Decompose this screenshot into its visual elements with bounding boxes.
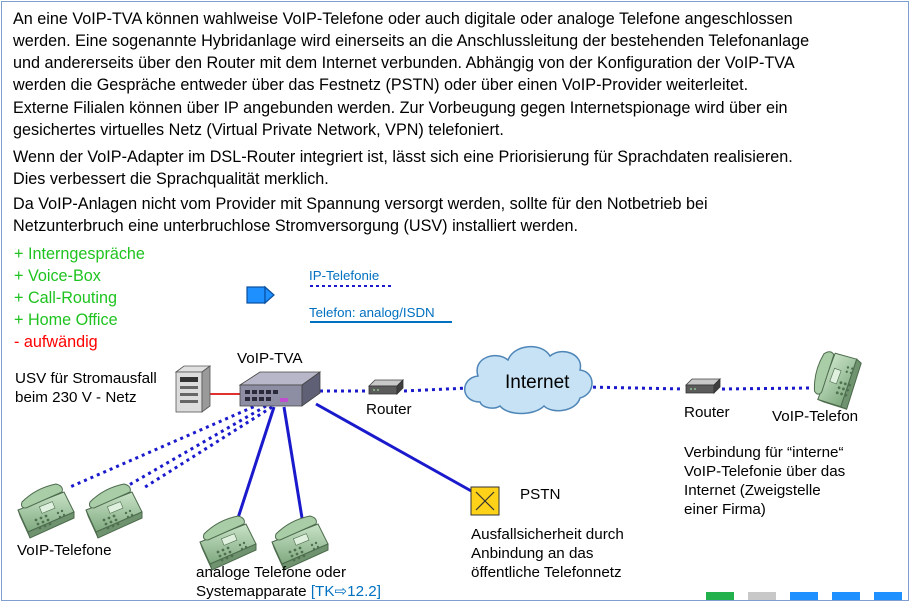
text-line: Wenn der VoIP-Adapter im DSL-Router inte… <box>13 148 793 166</box>
pstn-desc-line: Ausfallsicherheit durch <box>471 526 624 543</box>
router-left-icon <box>368 379 404 395</box>
nav-first-button[interactable] <box>790 592 818 600</box>
usv-label: USV für Stromausfall beim 230 V - Netz <box>15 369 157 407</box>
pstn-desc-line: öffentliche Telefonnetz <box>471 564 622 581</box>
analog-phone-icon <box>271 515 329 571</box>
pstn-description: Ausfallsicherheit durch Anbindung an das… <box>471 525 624 582</box>
text-line: werden. Eine sogenannte Hybridanlage wir… <box>13 32 810 50</box>
con-item: - aufwändig <box>14 333 98 351</box>
remote-label-line: Internet (Zweigstelle <box>684 482 821 499</box>
voip-phone-icon <box>17 483 75 539</box>
dsl-paragraph: Wenn der VoIP-Adapter im DSL-Router inte… <box>13 146 903 190</box>
text-line: und andererseits über den Router mit dem… <box>13 54 795 72</box>
text-line: Externe Filialen können über IP angebund… <box>13 99 788 117</box>
nav-blank-button[interactable] <box>748 592 776 600</box>
text-line: Netzunterbruch eine unterbruchlose Strom… <box>13 217 579 235</box>
remote-label-line: einer Firma) <box>684 501 766 518</box>
remote-connection-label: Verbindung für “interne“ VoIP-Telefonie … <box>684 443 845 519</box>
reference-link[interactable]: [TK⇨12.2] <box>310 583 381 600</box>
router-right-label: Router <box>684 404 730 421</box>
internet-label: Internet <box>505 372 570 393</box>
usv-label-line: USV für Stromausfall <box>15 370 157 387</box>
remote-label-line: Verbindung für “interne“ <box>684 444 844 461</box>
voip-phone-icon <box>85 483 143 539</box>
usv-device-icon <box>174 365 212 413</box>
nav-home-button[interactable] <box>706 592 734 600</box>
usv-label-line: beim 230 V - Netz <box>15 389 137 406</box>
pro-item: + Call-Routing <box>14 289 118 307</box>
nav-next-button[interactable] <box>874 592 902 600</box>
voip-phones-label: VoIP-Telefone <box>17 542 112 559</box>
pstn-desc-line: Anbindung an das <box>471 545 594 562</box>
pro-item: + Interngespräche <box>14 245 145 263</box>
internet-cloud-icon <box>464 346 593 415</box>
analog-phone-icon <box>199 515 257 571</box>
legend-icon <box>246 285 275 305</box>
voip-tva-device-icon <box>238 371 322 407</box>
usv-paragraph: Da VoIP-Anlagen nicht vom Provider mit S… <box>13 193 903 237</box>
branch-paragraph: Externe Filialen können über IP angebund… <box>13 97 903 141</box>
pro-item: + Voice-Box <box>14 267 101 285</box>
router-left-label: Router <box>366 401 412 418</box>
text-line: gesichertes virtuelles Netz (Virtual Pri… <box>13 121 504 139</box>
analog-phones-label: analoge Telefone oder Systemapparate [TK… <box>196 563 381 600</box>
voip-phone-right-label: VoIP-Telefon <box>772 408 859 425</box>
nav-prev-button[interactable] <box>832 592 860 600</box>
pro-item: + Home Office <box>14 311 118 329</box>
ip-links <box>69 385 811 491</box>
intro-paragraph: An eine VoIP-TVA können wahlweise VoIP-T… <box>13 8 903 96</box>
analog-links <box>236 402 483 519</box>
legend-analog-label: Telefon: analog/ISDN <box>309 305 435 320</box>
analog-label-line: analoge Telefone oder <box>196 564 347 581</box>
pstn-exchange-icon <box>470 486 500 516</box>
remote-label-line: VoIP-Telefonie über das <box>684 463 846 480</box>
analog-label-line: Systemapparate <box>196 583 307 600</box>
text-line: werden die Gespräche entweder über das F… <box>13 76 749 94</box>
pstn-label: PSTN <box>520 486 561 503</box>
text-line: An eine VoIP-TVA können wahlweise VoIP-T… <box>13 10 793 28</box>
text-line: Dies verbessert die Sprachqualität merkl… <box>13 170 329 188</box>
tva-label: VoIP-TVA <box>237 350 303 367</box>
text-line: Da VoIP-Anlagen nicht vom Provider mit S… <box>13 195 708 213</box>
legend-ip-label: IP-Telefonie <box>309 268 380 283</box>
router-right-icon <box>685 378 721 394</box>
